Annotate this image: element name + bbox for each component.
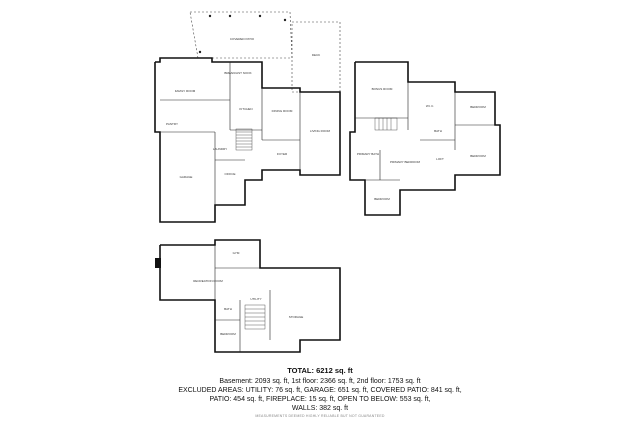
room-label-pantry: PANTRY	[166, 122, 178, 126]
basement-plan: GYM RECREATION ROOM STORAGE BATH BEDROOM…	[155, 239, 341, 353]
room-label-garage: GARAGE	[180, 175, 193, 179]
covered-patio-outline	[189, 11, 293, 59]
deck-outline	[291, 21, 341, 93]
room-label-utility: UTILITY	[250, 297, 261, 301]
room-label-breakfast-nook: BREAKFAST NOOK	[224, 71, 251, 75]
room-label-office: OFFICE	[225, 172, 236, 176]
patio-post	[208, 14, 212, 18]
room-label-primary-bedroom: PRIMARY BEDROOM	[390, 160, 420, 164]
area-breakdown-line-1: Basement: 2093 sq. ft, 1st floor: 2366 s…	[219, 378, 421, 385]
room-label-bath-basement: BATH	[224, 307, 232, 311]
room-label-living-room: LIVING ROOM	[310, 129, 331, 133]
room-label-covered-patio: COVERED PATIO	[230, 37, 255, 41]
measurement-disclaimer: MEASUREMENTS DEEMED HIGHLY RELIABLE BUT …	[255, 414, 385, 418]
second-floor-stairs	[374, 117, 398, 131]
room-label-bedroom-2: BEDROOM	[470, 154, 486, 158]
room-label-laundry: LAUNDRY	[213, 147, 227, 151]
basement-stairs	[244, 304, 266, 330]
second-floor-outer-wall	[349, 61, 501, 216]
room-label-foyer: FOYER	[277, 152, 288, 156]
patio-post	[283, 18, 287, 22]
room-label-storage: STORAGE	[289, 315, 304, 319]
room-label-bonus-room: BONUS ROOM	[372, 87, 393, 91]
total-area: TOTAL: 6212 sq. ft	[287, 366, 353, 375]
basement-outer-wall	[159, 239, 341, 353]
room-label-bedroom-3: BEDROOM	[374, 197, 390, 201]
room-label-basement-bedroom: BEDROOM	[220, 332, 236, 336]
area-breakdown-line-3: PATIO: 454 sq. ft, FIREPLACE: 15 sq. ft,…	[209, 396, 431, 403]
room-label-gym: GYM	[233, 251, 240, 255]
first-floor-outer-wall	[154, 57, 341, 223]
room-label-loft: LOFT	[436, 157, 444, 161]
patio-post	[198, 50, 202, 54]
patio-post	[228, 14, 232, 18]
room-label-family-room: FAMILY ROOM	[175, 89, 196, 93]
room-label-deck: DECK	[312, 53, 320, 57]
room-label-bath: BATH	[434, 129, 442, 133]
patio-post	[258, 14, 262, 18]
room-label-dining-room: DINING ROOM	[272, 109, 293, 113]
second-floor-plan: BONUS ROOM W.I.C. BEDROOM BEDROOM PRIMAR…	[349, 61, 501, 216]
room-label-kitchen: KITCHEN	[239, 107, 252, 111]
room-label-bedroom: BEDROOM	[470, 105, 486, 109]
area-breakdown-line-4: WALLS: 382 sq. ft	[291, 405, 349, 412]
basement-utility-block	[155, 258, 161, 268]
room-label-recreation-room: RECREATION ROOM	[193, 279, 223, 283]
first-floor-plan: COVERED PATIO DECK FAMILY ROOM BREAKFAST…	[154, 11, 341, 223]
room-label-primary-bath: PRIMARY BATH	[357, 152, 379, 156]
area-breakdown-line-2: EXCLUDED AREAS: UTILITY: 76 sq. ft, GARA…	[178, 387, 462, 394]
first-floor-stairs	[235, 128, 253, 151]
room-label-wic: W.I.C.	[426, 104, 434, 108]
